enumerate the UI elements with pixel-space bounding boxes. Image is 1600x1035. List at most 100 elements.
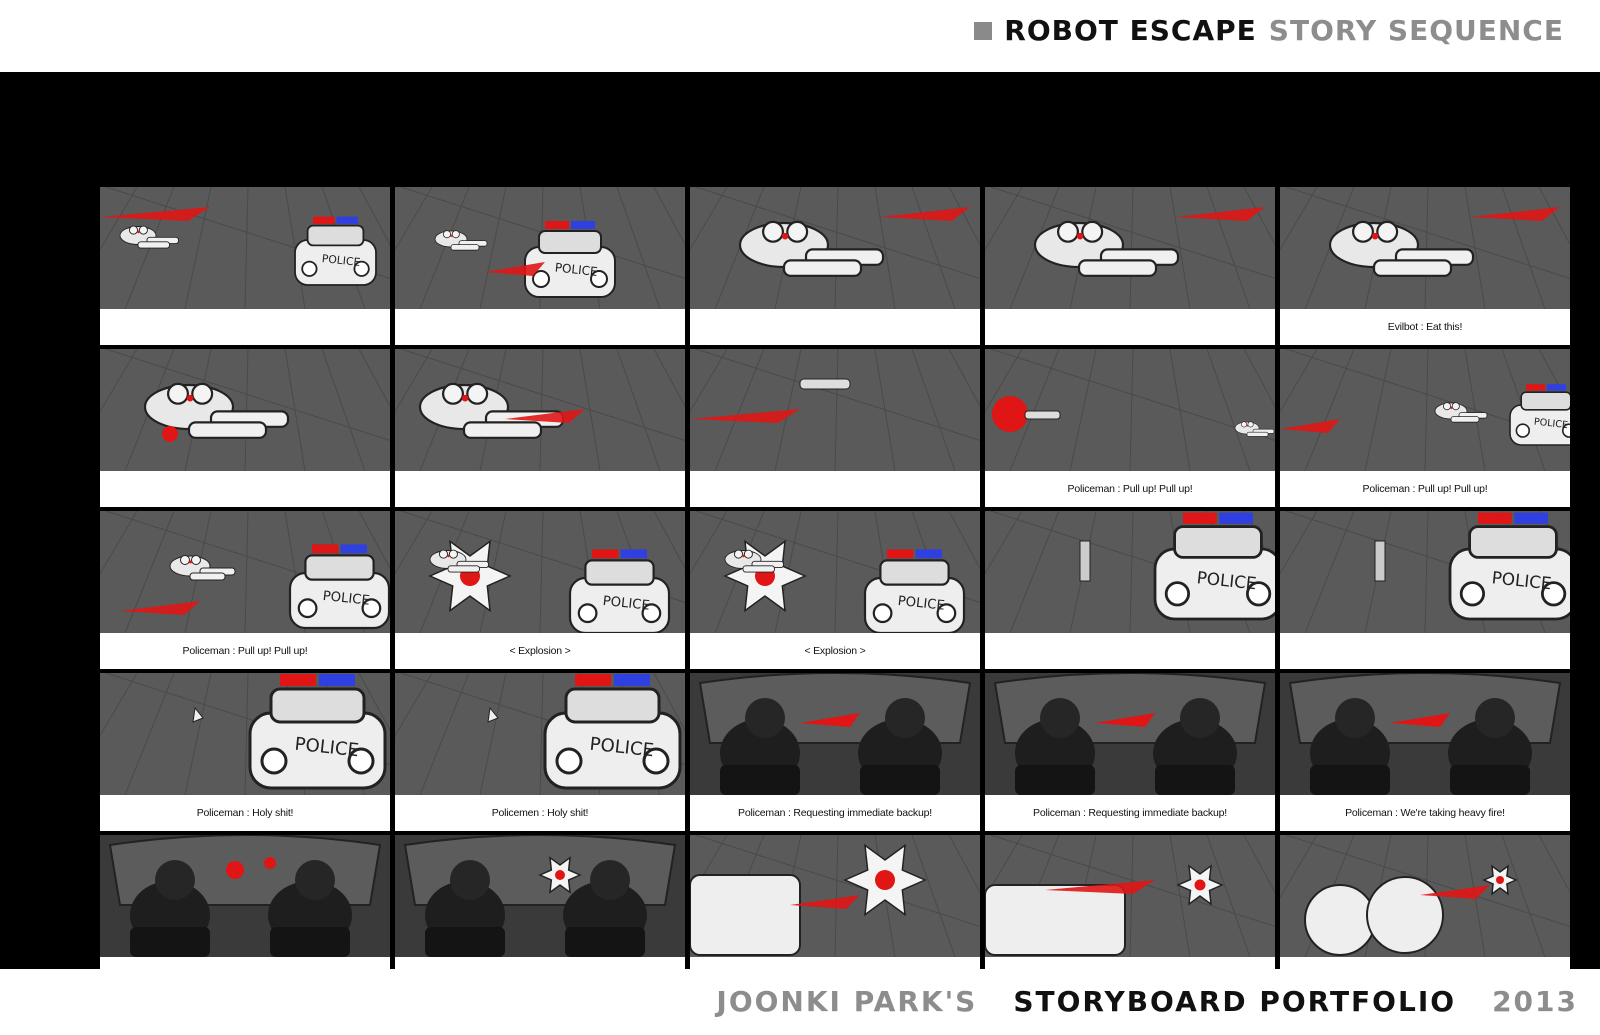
panel-sketch: [100, 349, 390, 471]
panel-illustration: POLICE: [100, 511, 390, 633]
title-light: STORY SEQUENCE: [1268, 14, 1564, 47]
storyboard-grid: POLICE POLICE: [100, 187, 1570, 993]
storyboard-panel: Policeman : Pull up! Pull up!: [985, 349, 1275, 507]
storyboard-panel: Policeman : Requesting immediate backup!: [985, 673, 1275, 831]
storyboard-panel: [1280, 835, 1570, 993]
panel-illustration: [690, 673, 980, 795]
panel-illustration: [1280, 673, 1570, 795]
panel-sketch: [690, 349, 980, 471]
panel-illustration: [1280, 187, 1570, 309]
panel-caption: [690, 471, 980, 507]
panel-illustration: [1280, 835, 1570, 957]
panel-caption: [985, 309, 1275, 345]
storyboard-panel: POLICE: [985, 511, 1275, 669]
panel-illustration: [985, 673, 1275, 795]
storyboard-panel: POLICE: [395, 187, 685, 345]
panel-sketch: POLICE: [395, 511, 685, 633]
panel-sketch: POLICE: [690, 511, 980, 633]
panel-caption: < Explosion >: [804, 645, 866, 657]
panel-caption: Evilbot : Eat this!: [1387, 321, 1463, 333]
panel-illustration: [985, 187, 1275, 309]
panel-caption: Policeman : Pull up! Pull up!: [1067, 483, 1193, 495]
storyboard-stage: POLICE POLICE: [0, 72, 1600, 993]
svg-text:POLICE: POLICE: [1533, 417, 1568, 432]
panel-sketch: [1280, 673, 1570, 795]
panel-caption: < Explosion >: [509, 645, 571, 657]
panel-sketch: [100, 835, 390, 957]
svg-text:POLICE: POLICE: [897, 594, 945, 614]
panel-caption: [100, 471, 390, 507]
storyboard-panel: Policemen : AAAAAAHHHH!: [395, 835, 685, 993]
panel-sketch: [985, 835, 1275, 957]
panel-illustration: POLICE: [985, 511, 1275, 633]
panel-sketch: POLICE: [100, 511, 390, 633]
panel-illustration: [690, 349, 980, 471]
panel-sketch: [395, 835, 685, 957]
storyboard-panel: [985, 187, 1275, 345]
panel-sketch: POLICE: [1280, 511, 1570, 633]
panel-illustration: POLICE: [100, 673, 390, 795]
footer-credit: JOONKI PARK'S STORYBOARD PORTFOLIO 2013: [716, 985, 1578, 1018]
storyboard-panel: Evilbot : Eat this!: [1280, 187, 1570, 345]
panel-illustration: POLICE: [395, 187, 685, 309]
storyboard-panel: [100, 349, 390, 507]
panel-illustration: POLICE: [395, 673, 685, 795]
panel-sketch: [690, 673, 980, 795]
panel-caption: Policeman : Requesting immediate backup!: [1033, 807, 1227, 819]
storyboard-panel: POLICE < Explosion >: [395, 511, 685, 669]
panel-illustration: [690, 187, 980, 309]
storyboard-panel: [985, 835, 1275, 993]
storyboard-panel: [690, 349, 980, 507]
panel-illustration: [985, 835, 1275, 957]
panel-sketch: [690, 187, 980, 309]
storyboard-panel: POLICE < Explosion >: [690, 511, 980, 669]
panel-illustration: [100, 835, 390, 957]
panel-sketch: [985, 187, 1275, 309]
storyboard-panel: POLICE Policeman : Pull up! Pull up!: [100, 511, 390, 669]
storyboard-panel: POLICE: [100, 187, 390, 345]
panel-illustration: [100, 349, 390, 471]
panel-sketch: POLICE: [100, 187, 390, 309]
storyboard-panel: POLICE Policeman : Pull up! Pull up!: [1280, 349, 1570, 507]
panel-caption: Policeman : Requesting immediate backup!: [738, 807, 932, 819]
panel-caption: [690, 309, 980, 345]
panel-caption: [395, 309, 685, 345]
page-title: ROBOT ESCAPE STORY SEQUENCE: [974, 14, 1564, 47]
panel-caption: [395, 471, 685, 507]
panel-sketch: [690, 835, 980, 957]
storyboard-panel: [395, 349, 685, 507]
storyboard-panel: POLICE Policemen : Holy shit!: [395, 673, 685, 831]
svg-text:POLICE: POLICE: [322, 589, 370, 609]
svg-text:POLICE: POLICE: [602, 594, 650, 614]
footer-author: JOONKI PARK'S: [716, 985, 978, 1018]
panel-sketch: [1280, 835, 1570, 957]
panel-caption: Policeman : Holy shit!: [196, 807, 294, 819]
footer: JOONKI PARK'S STORYBOARD PORTFOLIO 2013: [0, 969, 1600, 1035]
storyboard-panel: POLICE: [1280, 511, 1570, 669]
svg-text:POLICE: POLICE: [321, 252, 361, 269]
header: ROBOT ESCAPE STORY SEQUENCE: [0, 0, 1600, 70]
panel-illustration: [985, 349, 1275, 471]
panel-illustration: POLICE: [395, 511, 685, 633]
panel-caption: Policeman : Pull up! Pull up!: [1362, 483, 1488, 495]
storyboard-panel: Policeman : We're taking heavy fire!: [100, 835, 390, 993]
panel-illustration: [395, 835, 685, 957]
panel-illustration: POLICE: [1280, 511, 1570, 633]
panel-caption: Policemen : Holy shit!: [491, 807, 589, 819]
footer-portfolio: STORYBOARD PORTFOLIO: [1013, 985, 1457, 1018]
panel-illustration: POLICE: [1280, 349, 1570, 471]
storyboard-panel: Policeman : Requesting immediate backup!: [690, 673, 980, 831]
panel-sketch: POLICE: [395, 187, 685, 309]
panel-sketch: POLICE: [985, 511, 1275, 633]
footer-year: 2013: [1492, 985, 1578, 1018]
panel-sketch: [985, 673, 1275, 795]
panel-caption: [985, 633, 1275, 669]
panel-sketch: POLICE: [1280, 349, 1570, 471]
panel-sketch: [985, 349, 1275, 471]
storyboard-panel: POLICE Policeman : Holy shit!: [100, 673, 390, 831]
panel-sketch: POLICE: [100, 673, 390, 795]
panel-caption: Policeman : Pull up! Pull up!: [182, 645, 308, 657]
panel-illustration: [690, 835, 980, 957]
storyboard-panel: [690, 187, 980, 345]
panel-caption: Policeman : We're taking heavy fire!: [1345, 807, 1505, 819]
